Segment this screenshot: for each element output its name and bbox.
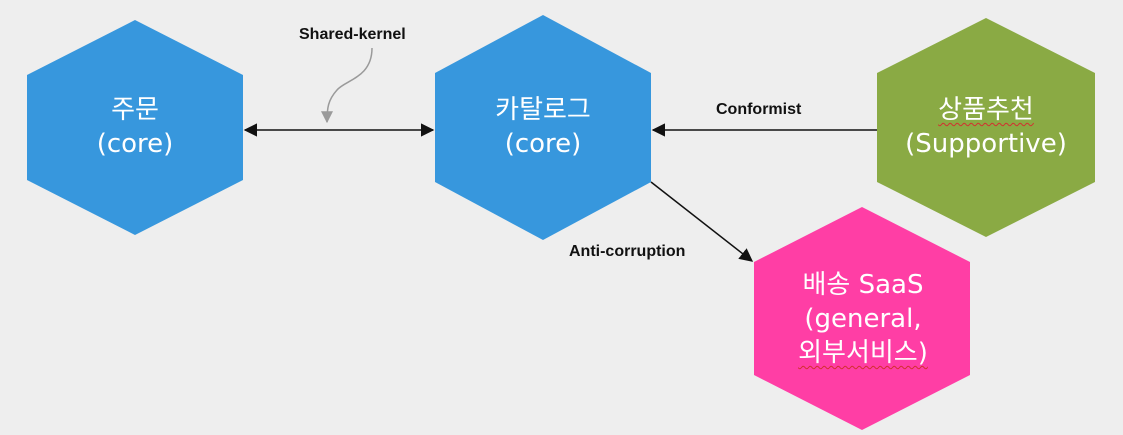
order-label: 주문 (core) (35, 93, 235, 161)
anti-corruption-label: Anti-corruption (569, 243, 686, 260)
recommend-name: 상품추천 (938, 95, 1034, 125)
catalog-name: 카탈로그 (495, 95, 591, 125)
hexagon-catalog[interactable] (435, 15, 651, 240)
shipping-name: 배송 SaaS (802, 270, 924, 300)
hexagon-shipping[interactable] (754, 207, 970, 430)
shipping-type: (general, (804, 304, 922, 334)
anti-corruption-arrow (650, 181, 754, 262)
recommend-type: (Supportive) (905, 129, 1067, 159)
recommend-label: 상품추천 (Supportive) (880, 93, 1092, 161)
catalog-label: 카탈로그 (core) (443, 93, 643, 161)
shared-kernel-label: Shared-kernel (299, 26, 406, 43)
order-name: 주문 (111, 95, 159, 125)
hexagon-recommend[interactable] (877, 18, 1095, 237)
catalog-type: (core) (504, 129, 582, 159)
conformist-label: Conformist (716, 101, 802, 118)
shipping-note: 외부서비스) (798, 338, 928, 368)
hexagon-order[interactable] (27, 20, 243, 235)
shipping-label: 배송 SaaS (general, 외부서비스) (758, 268, 968, 370)
shared-kernel-callout (321, 47, 373, 124)
order-type: (core) (96, 129, 174, 159)
